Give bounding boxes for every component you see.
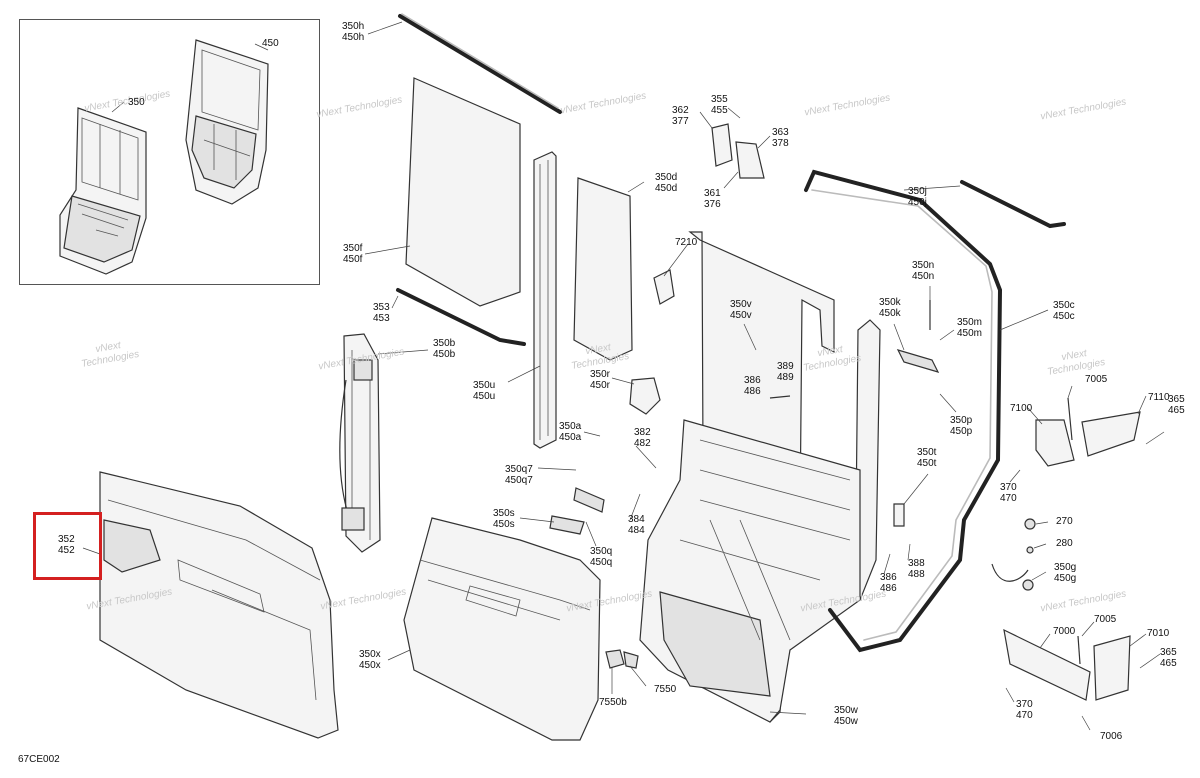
hinge-assembly-upper [1035, 397, 1141, 467]
inset-assembly-view [19, 19, 320, 285]
bolt-389 [769, 395, 791, 399]
handle-350q [573, 487, 605, 513]
door-trim-panel-352 [99, 471, 339, 739]
latch-350r [629, 377, 661, 415]
callout-350: 350 [128, 97, 145, 108]
callout-270: 270 [1056, 516, 1073, 527]
ground-strap-350g [991, 518, 1036, 591]
callout-7110: 7110 [1148, 392, 1170, 403]
handle-350s [549, 515, 585, 535]
callout-7210: 7210 [675, 237, 698, 248]
glass-350f [405, 77, 521, 307]
leader-lines [82, 21, 1165, 731]
hinge-assembly-lower [1003, 628, 1131, 701]
bracket-7210 [653, 269, 675, 305]
channel-350u [533, 151, 557, 449]
callout-280: 280 [1056, 538, 1073, 549]
callout-7550: 7550 [654, 684, 677, 695]
callout-7005-upper: 7005 [1085, 374, 1108, 385]
highlight-box-352 [33, 512, 102, 580]
hinge-361 [735, 141, 765, 179]
keys-7550 [605, 649, 639, 669]
handle-350k [896, 349, 940, 373]
seal-350j [960, 180, 1066, 229]
callout-7010: 7010 [1147, 628, 1170, 639]
callout-450: 450 [262, 38, 279, 49]
hinge-bracket-362 [711, 123, 733, 167]
inset-door-assembled-front [59, 107, 147, 275]
window-regulator-350b [339, 333, 381, 553]
door-seal-350c [804, 169, 1003, 653]
seal-353 [396, 288, 526, 346]
door-outer-panel-350x [403, 517, 601, 741]
glass-350d [573, 177, 633, 361]
seal-350h [398, 14, 562, 114]
callout-7100: 7100 [1010, 403, 1033, 414]
callout-7000: 7000 [1053, 626, 1076, 637]
callout-7550b: 7550b [599, 697, 627, 708]
pad-350t [893, 503, 905, 527]
diagram-code: 67CE002 [18, 754, 60, 765]
callout-7006: 7006 [1100, 731, 1123, 742]
inset-door-assembled-rear [185, 39, 269, 205]
callout-7005-lower: 7005 [1094, 614, 1117, 625]
door-inner-frame-350w [639, 231, 881, 723]
